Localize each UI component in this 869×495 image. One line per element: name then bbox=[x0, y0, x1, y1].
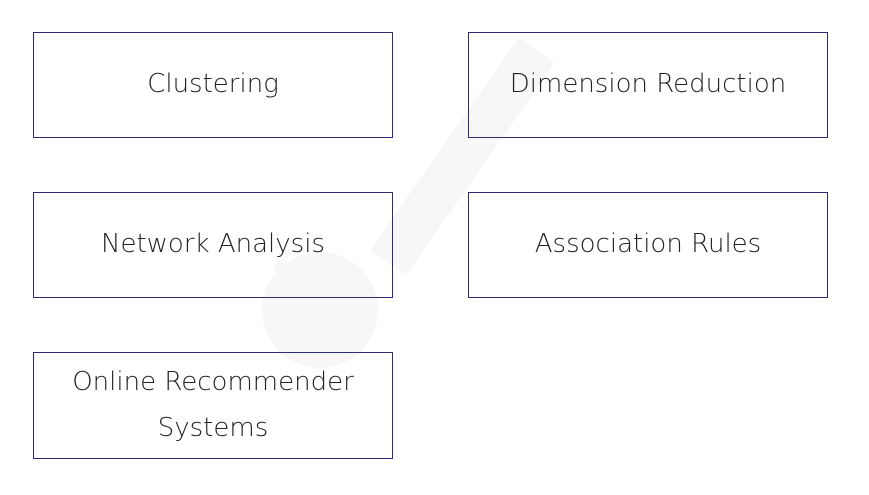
clustering-label: Clustering bbox=[147, 69, 279, 100]
association-rules-label: Association Rules bbox=[534, 229, 762, 260]
online-recommender-systems-label: Online Recommender Systems bbox=[72, 367, 354, 443]
network-analysis-label: Network Analysis bbox=[101, 229, 325, 260]
network-analysis-box: Network Analysis bbox=[33, 192, 393, 298]
clustering-box: Clustering bbox=[33, 32, 393, 138]
online-recommender-systems-box: Online Recommender Systems bbox=[33, 352, 393, 459]
dimension-reduction-label: Dimension Reduction bbox=[509, 69, 787, 100]
association-rules-box: Association Rules bbox=[468, 192, 828, 298]
dimension-reduction-box: Dimension Reduction bbox=[468, 32, 828, 138]
